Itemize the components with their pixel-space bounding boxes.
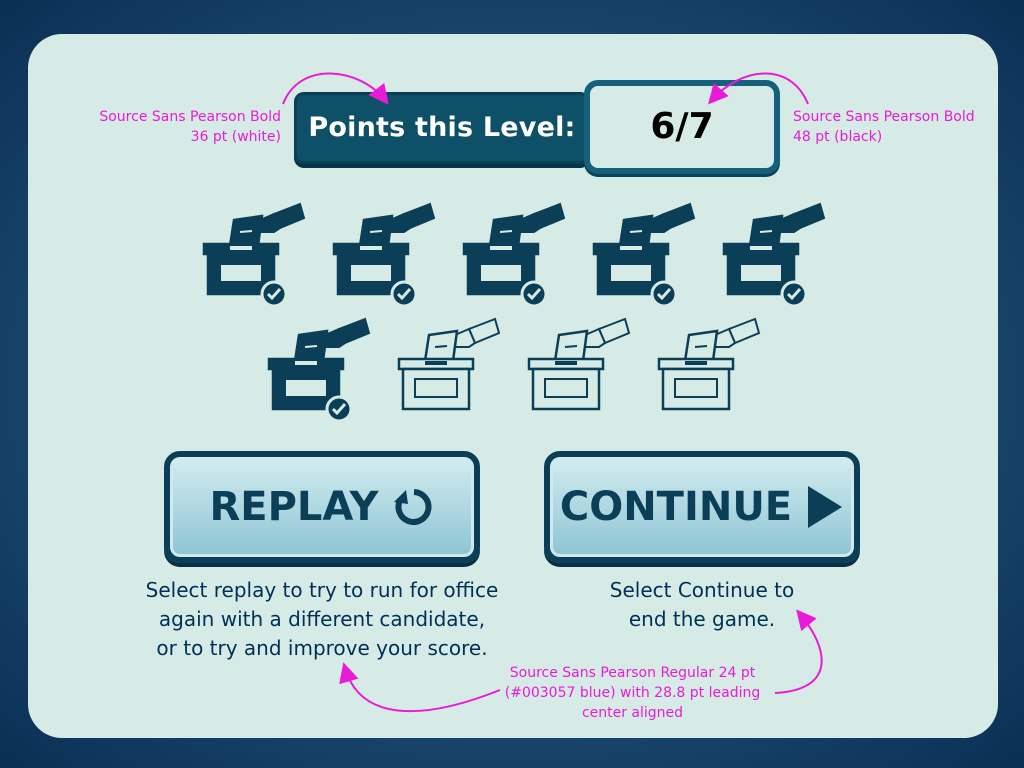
ballot-box-checked-icon xyxy=(267,317,371,423)
annotation-line: 36 pt (white) xyxy=(190,129,281,145)
ballot-box-checked-icon xyxy=(722,202,826,308)
annotation-line: center aligned xyxy=(581,705,684,721)
ballot-box-checked-icon xyxy=(332,202,436,308)
annotation-line: Source Sans Pearson Regular 24 pt xyxy=(509,665,756,681)
annotation-line: (#003057 blue) with 28.8 pt leading xyxy=(504,685,761,701)
replay-icon xyxy=(393,489,431,525)
replay-button[interactable]: REPLAY xyxy=(164,451,480,563)
replay-description: Select replay to try to run for office a… xyxy=(140,576,504,662)
label-font-annotation: Source Sans Pearson Bold 36 pt (white) xyxy=(99,107,281,147)
continue-button[interactable]: CONTINUE xyxy=(544,451,860,563)
body-font-annotation: Source Sans Pearson Regular 24 pt (#0030… xyxy=(500,663,765,723)
play-icon xyxy=(808,486,843,528)
value-font-annotation: Source Sans Pearson Bold 48 pt (black) xyxy=(793,107,975,147)
replay-label: REPLAY xyxy=(209,484,379,530)
ballot-box-checked-icon xyxy=(592,202,696,308)
points-label: Points this Level: xyxy=(294,92,590,164)
continue-label: CONTINUE xyxy=(559,484,793,530)
ballot-box-checked-icon xyxy=(462,202,566,308)
annotation-line: Source Sans Pearson Bold xyxy=(99,109,281,125)
description-line: or to try and improve your score. xyxy=(156,635,488,660)
continue-description: Select Continue to end the game. xyxy=(592,576,812,634)
ballot-box-empty-icon xyxy=(657,317,761,411)
points-value: 6/7 xyxy=(584,80,780,174)
description-line: end the game. xyxy=(628,606,776,631)
ballot-box-empty-icon xyxy=(527,317,631,411)
ballot-box-checked-icon xyxy=(202,202,306,308)
annotation-line: 48 pt (black) xyxy=(793,129,883,145)
annotation-line: Source Sans Pearson Bold xyxy=(793,109,975,125)
description-line: Select replay to try to run for office xyxy=(145,578,499,602)
ballot-box-empty-icon xyxy=(397,317,501,411)
description-line: again with a different candidate, xyxy=(158,606,486,631)
description-line: Select Continue to xyxy=(609,578,795,602)
